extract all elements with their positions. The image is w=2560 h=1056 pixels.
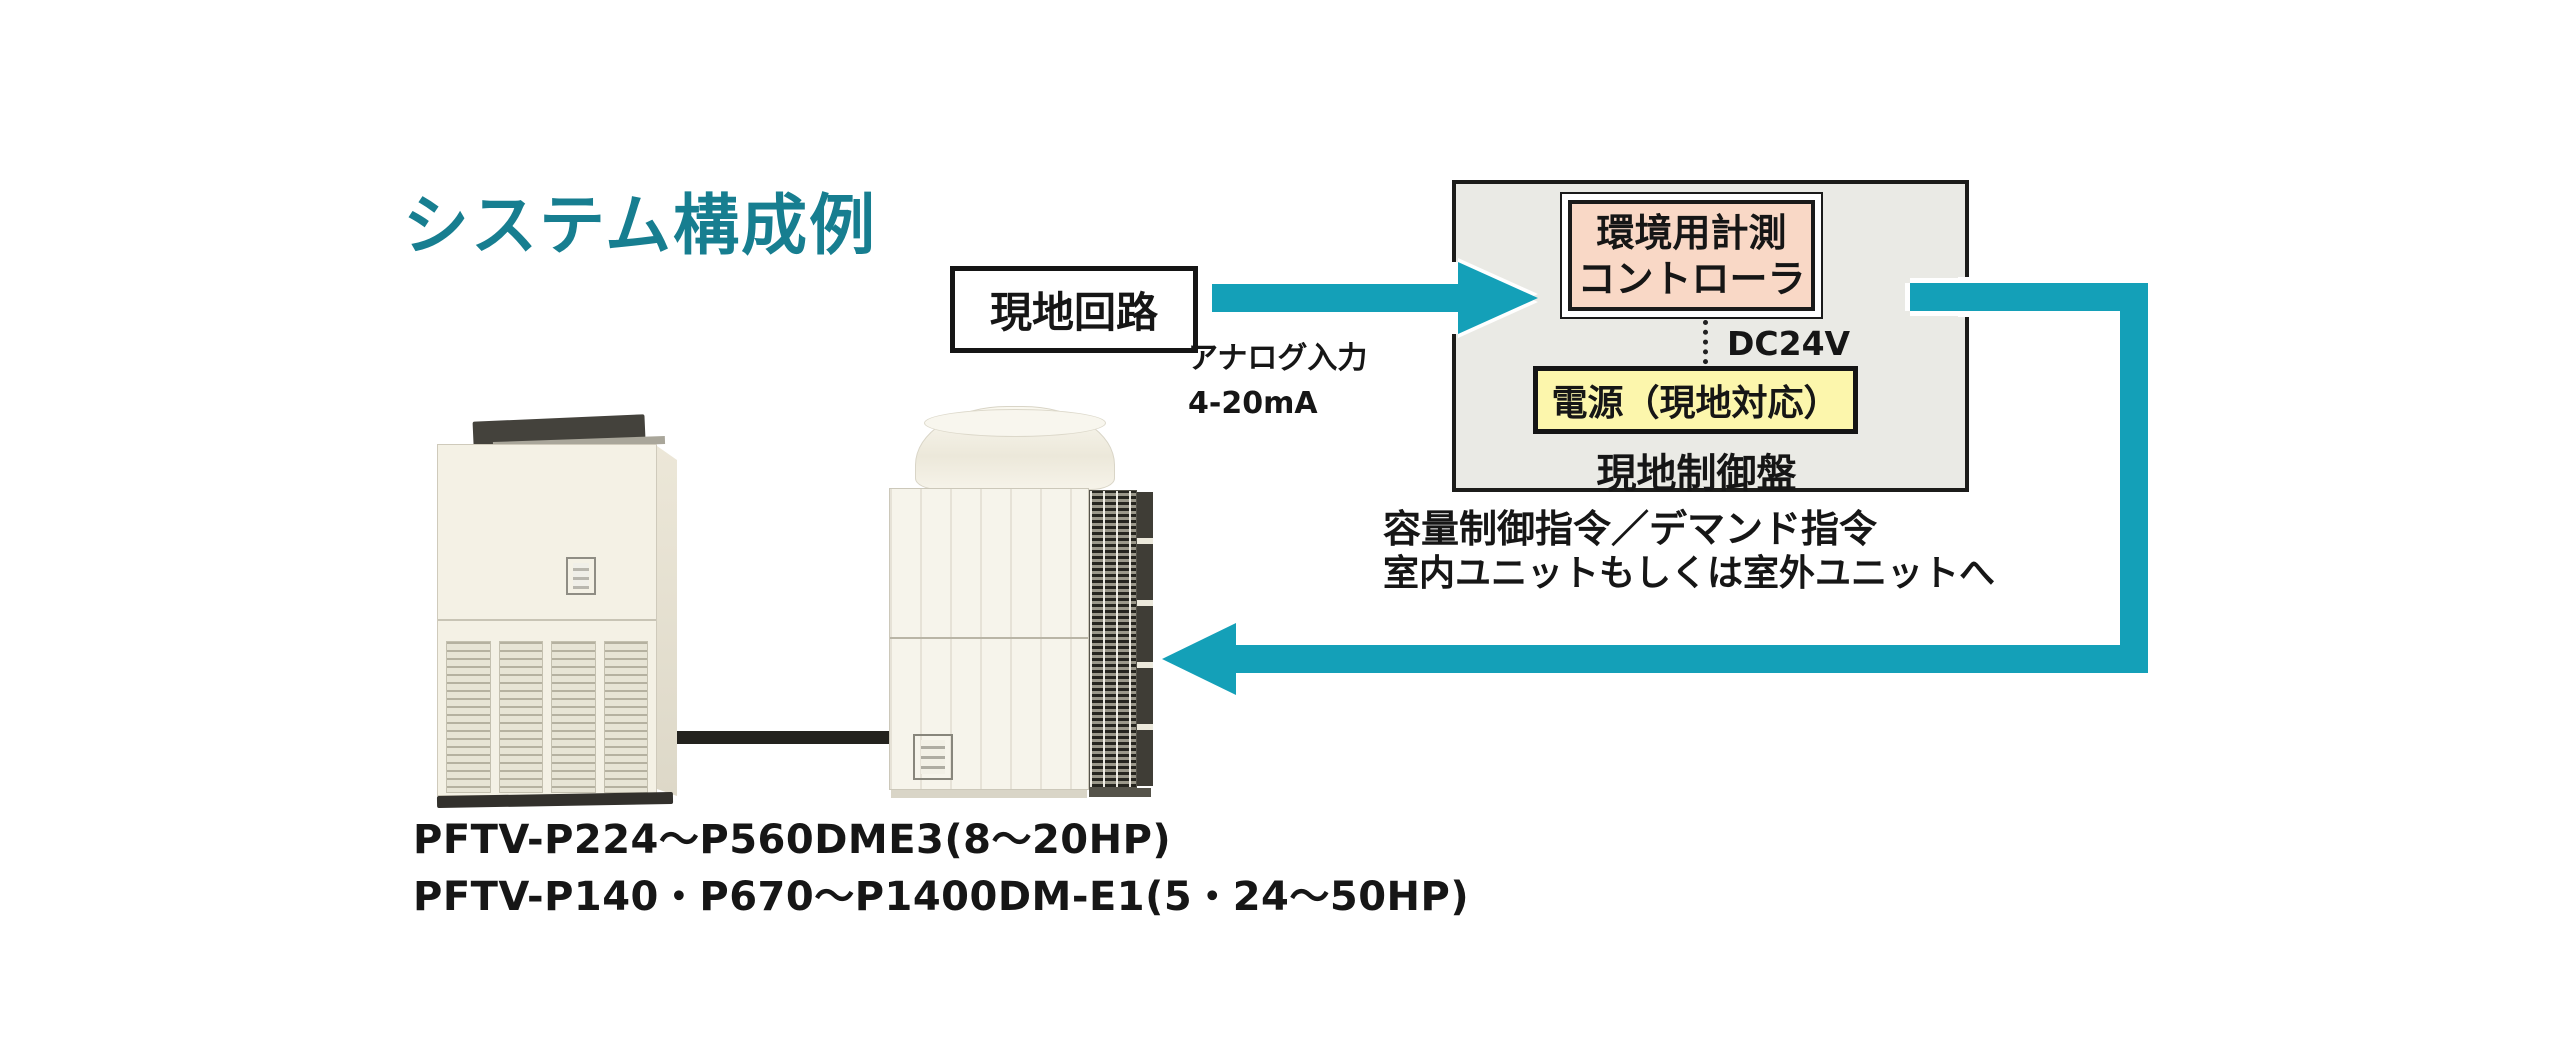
outdoor-unit-base-right — [1089, 788, 1151, 797]
model-numbers: PFTV-P224～P560DME3(8～20HP) PFTV-P140・P67… — [413, 812, 1469, 926]
env-measurement-controller-box: 環境用計測 コントローラ — [1568, 200, 1815, 311]
command-path-right-segment — [2120, 283, 2148, 673]
controller-label-line2: コントローラ — [1577, 256, 1806, 301]
local-circuit-box: 現地回路 — [950, 266, 1198, 353]
unit-front-panel — [437, 444, 657, 796]
fan-shroud — [915, 406, 1115, 490]
arrow-left-icon — [1162, 623, 1236, 695]
local-control-panel-box: 環境用計測 コントローラ DC24V 電源（現地対応） 現地制御盤 — [1452, 180, 1969, 497]
controller-frame: 環境用計測 コントローラ — [1560, 192, 1823, 319]
dc24v-label: DC24V — [1727, 324, 1851, 363]
heat-exchanger-edge — [1137, 492, 1153, 786]
analog-input-arrow-shaft — [1212, 284, 1460, 312]
power-supply-label: 電源（現地対応） — [1551, 383, 1840, 424]
grille-column — [551, 641, 596, 793]
unit-panel-seam — [438, 619, 656, 621]
unit-intake-grille — [446, 641, 648, 793]
heat-exchanger-grille — [1089, 490, 1137, 788]
model-line1: PFTV-P224～P560DME3(8～20HP) — [413, 817, 1172, 863]
grille-column — [498, 641, 543, 793]
analog-input-note-line1: アナログ入力 — [1188, 341, 1368, 376]
unit-control-display — [566, 557, 596, 595]
outdoor-unit-panel-seam — [890, 637, 1088, 639]
indoor-packaged-unit-illustration — [435, 412, 685, 809]
arrow-right-icon — [1458, 262, 1538, 334]
power-supply-box: 電源（現地対応） — [1533, 366, 1858, 434]
outdoor-unit-sticker — [913, 734, 953, 780]
diagram-title: システム構成例 — [403, 187, 878, 264]
command-note: 容量制御指令／デマンド指令 室内ユニットもしくは室外ユニットへ — [1383, 507, 1995, 596]
dc-connection-dotted-line — [1703, 320, 1708, 374]
analog-input-note-line2: 4-20mA — [1188, 386, 1318, 421]
command-path-top-segment — [1910, 283, 2148, 311]
local-control-panel-label: 現地制御盤 — [1596, 451, 1797, 497]
unit-side-face — [657, 446, 677, 796]
grille-column — [446, 641, 491, 793]
local-circuit-label: 現地回路 — [989, 288, 1158, 337]
model-line2: PFTV-P140・P670～P1400DM-E1(5・24～50HP) — [413, 874, 1470, 920]
command-path-bottom-segment — [1230, 645, 2148, 673]
outdoor-unit-illustration — [885, 402, 1167, 804]
analog-input-note: アナログ入力 4-20mA — [1188, 336, 1367, 426]
unit-connection-line — [656, 731, 892, 744]
command-note-line1: 容量制御指令／デマンド指令 — [1383, 507, 1878, 551]
outdoor-unit-base — [891, 790, 1087, 798]
grille-column — [603, 641, 648, 793]
controller-label-line1: 環境用計測 — [1596, 210, 1787, 255]
command-note-line2: 室内ユニットもしくは室外ユニットへ — [1383, 553, 1996, 594]
outdoor-unit-front-panel — [889, 488, 1089, 790]
